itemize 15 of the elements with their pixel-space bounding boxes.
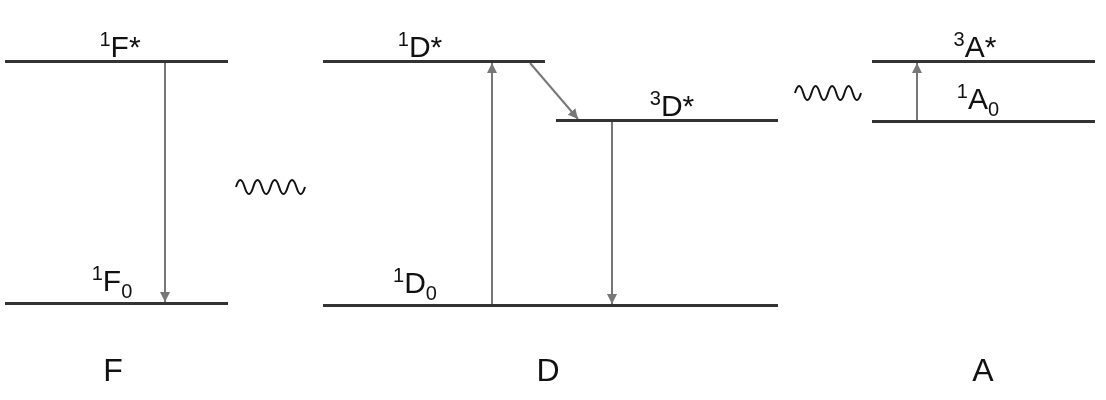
state-label: $^{1}$F* [99, 27, 141, 64]
state-label: $^{3}$D* [649, 86, 695, 123]
state-label: $^{1}$A$_{0}$ [956, 79, 1000, 122]
molecule-label: F [103, 352, 123, 388]
molecule-label: D [536, 352, 560, 388]
transition-arrow [160, 62, 170, 303]
transition-arrow [607, 121, 617, 305]
transition-arrow [487, 62, 497, 305]
transition-arrow [912, 62, 922, 121]
transition-arrow [529, 62, 579, 120]
molecule-label: A [972, 352, 994, 388]
state-label: $^{3}$A* [953, 27, 997, 64]
state-label: $^{1}$F$_{0}$ [91, 261, 133, 304]
state-label: $^{1}$D$_{0}$ [393, 263, 437, 306]
state-label: $^{1}$D* [397, 27, 443, 64]
